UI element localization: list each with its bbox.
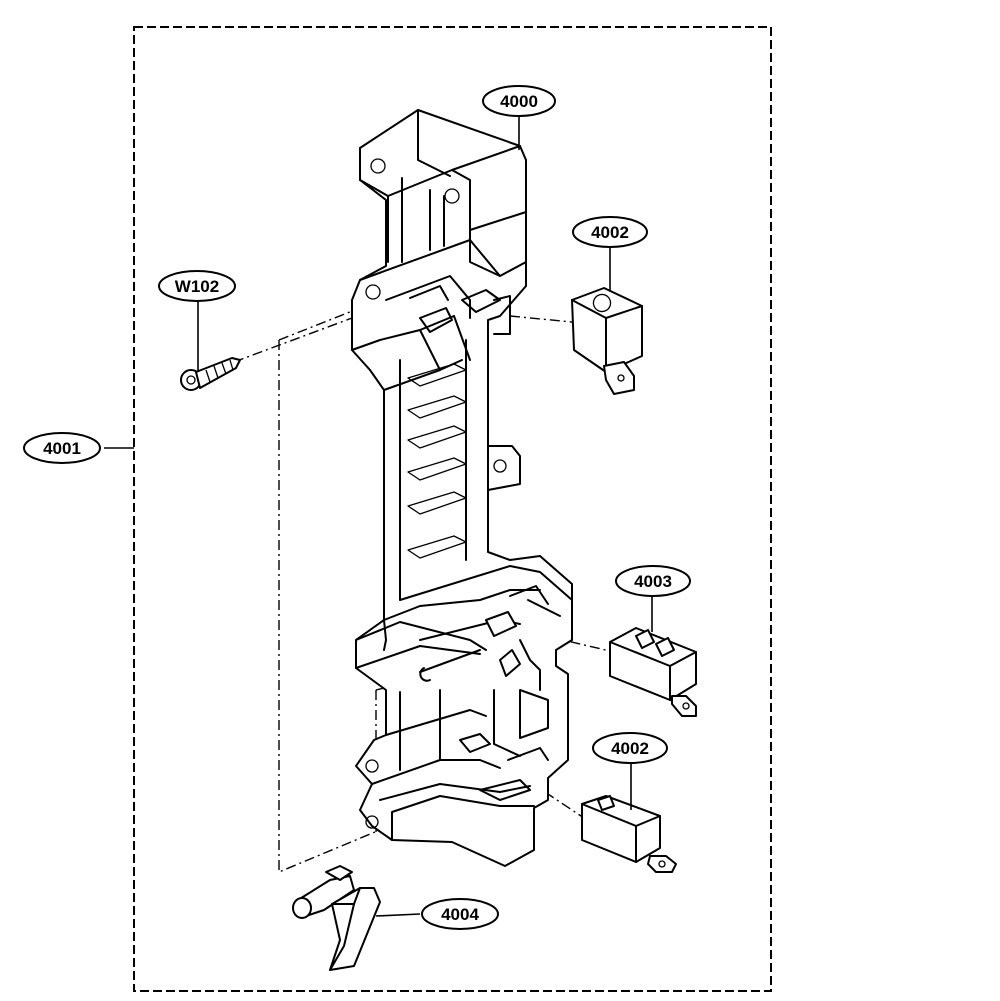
- part-label-4002-top-text: 4002: [591, 223, 629, 242]
- part-label-w102-text: W102: [175, 277, 219, 296]
- part-label-4004-text: 4004: [441, 905, 479, 924]
- part-label-4000: 4000: [482, 85, 556, 117]
- part-label-4001: 4001: [23, 432, 101, 464]
- part-label-4002-top: 4002: [572, 216, 648, 248]
- part-label-4003: 4003: [615, 565, 691, 597]
- part-label-4000-text: 4000: [500, 92, 538, 111]
- leader-lines: [104, 116, 653, 917]
- microswitch-4002-top: [571, 287, 643, 395]
- microswitch-4002-bottom: [581, 795, 677, 873]
- screw-part-w102: [180, 357, 241, 391]
- part-label-4002-bottom: 4002: [592, 732, 668, 764]
- part-label-4003-text: 4003: [634, 572, 672, 591]
- part-label-4002-bottom-text: 4002: [611, 739, 649, 758]
- latch-lever-4004: [292, 865, 381, 971]
- part-label-w102: W102: [158, 270, 236, 302]
- latch-board-frame: [351, 109, 573, 867]
- microswitch-4003: [609, 627, 697, 717]
- assembly-boundary: [133, 26, 772, 992]
- part-label-4001-text: 4001: [43, 439, 81, 458]
- part-label-4004: 4004: [421, 898, 499, 930]
